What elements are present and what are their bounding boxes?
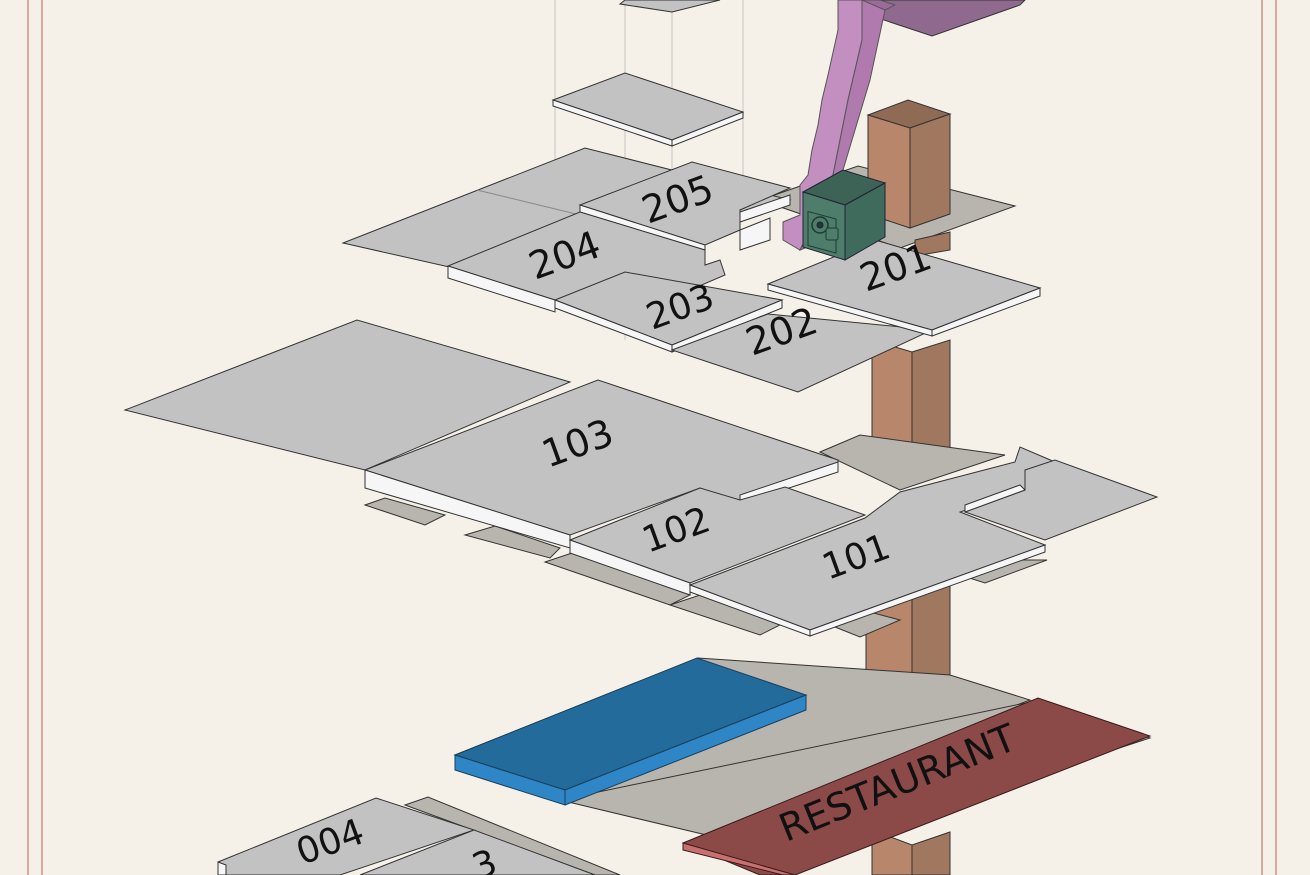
column-top xyxy=(866,99,952,257)
floor-0 xyxy=(217,796,621,875)
page-frame xyxy=(27,0,1277,875)
restaurant-block xyxy=(681,697,1152,875)
floor-1-shadow xyxy=(363,434,1048,638)
upper-plate xyxy=(551,72,745,147)
upper-plate-top xyxy=(618,0,721,13)
safe-icon xyxy=(801,169,887,261)
pool-icon xyxy=(453,657,808,806)
floor-1 xyxy=(123,319,1159,637)
floor-2 xyxy=(341,147,1042,393)
